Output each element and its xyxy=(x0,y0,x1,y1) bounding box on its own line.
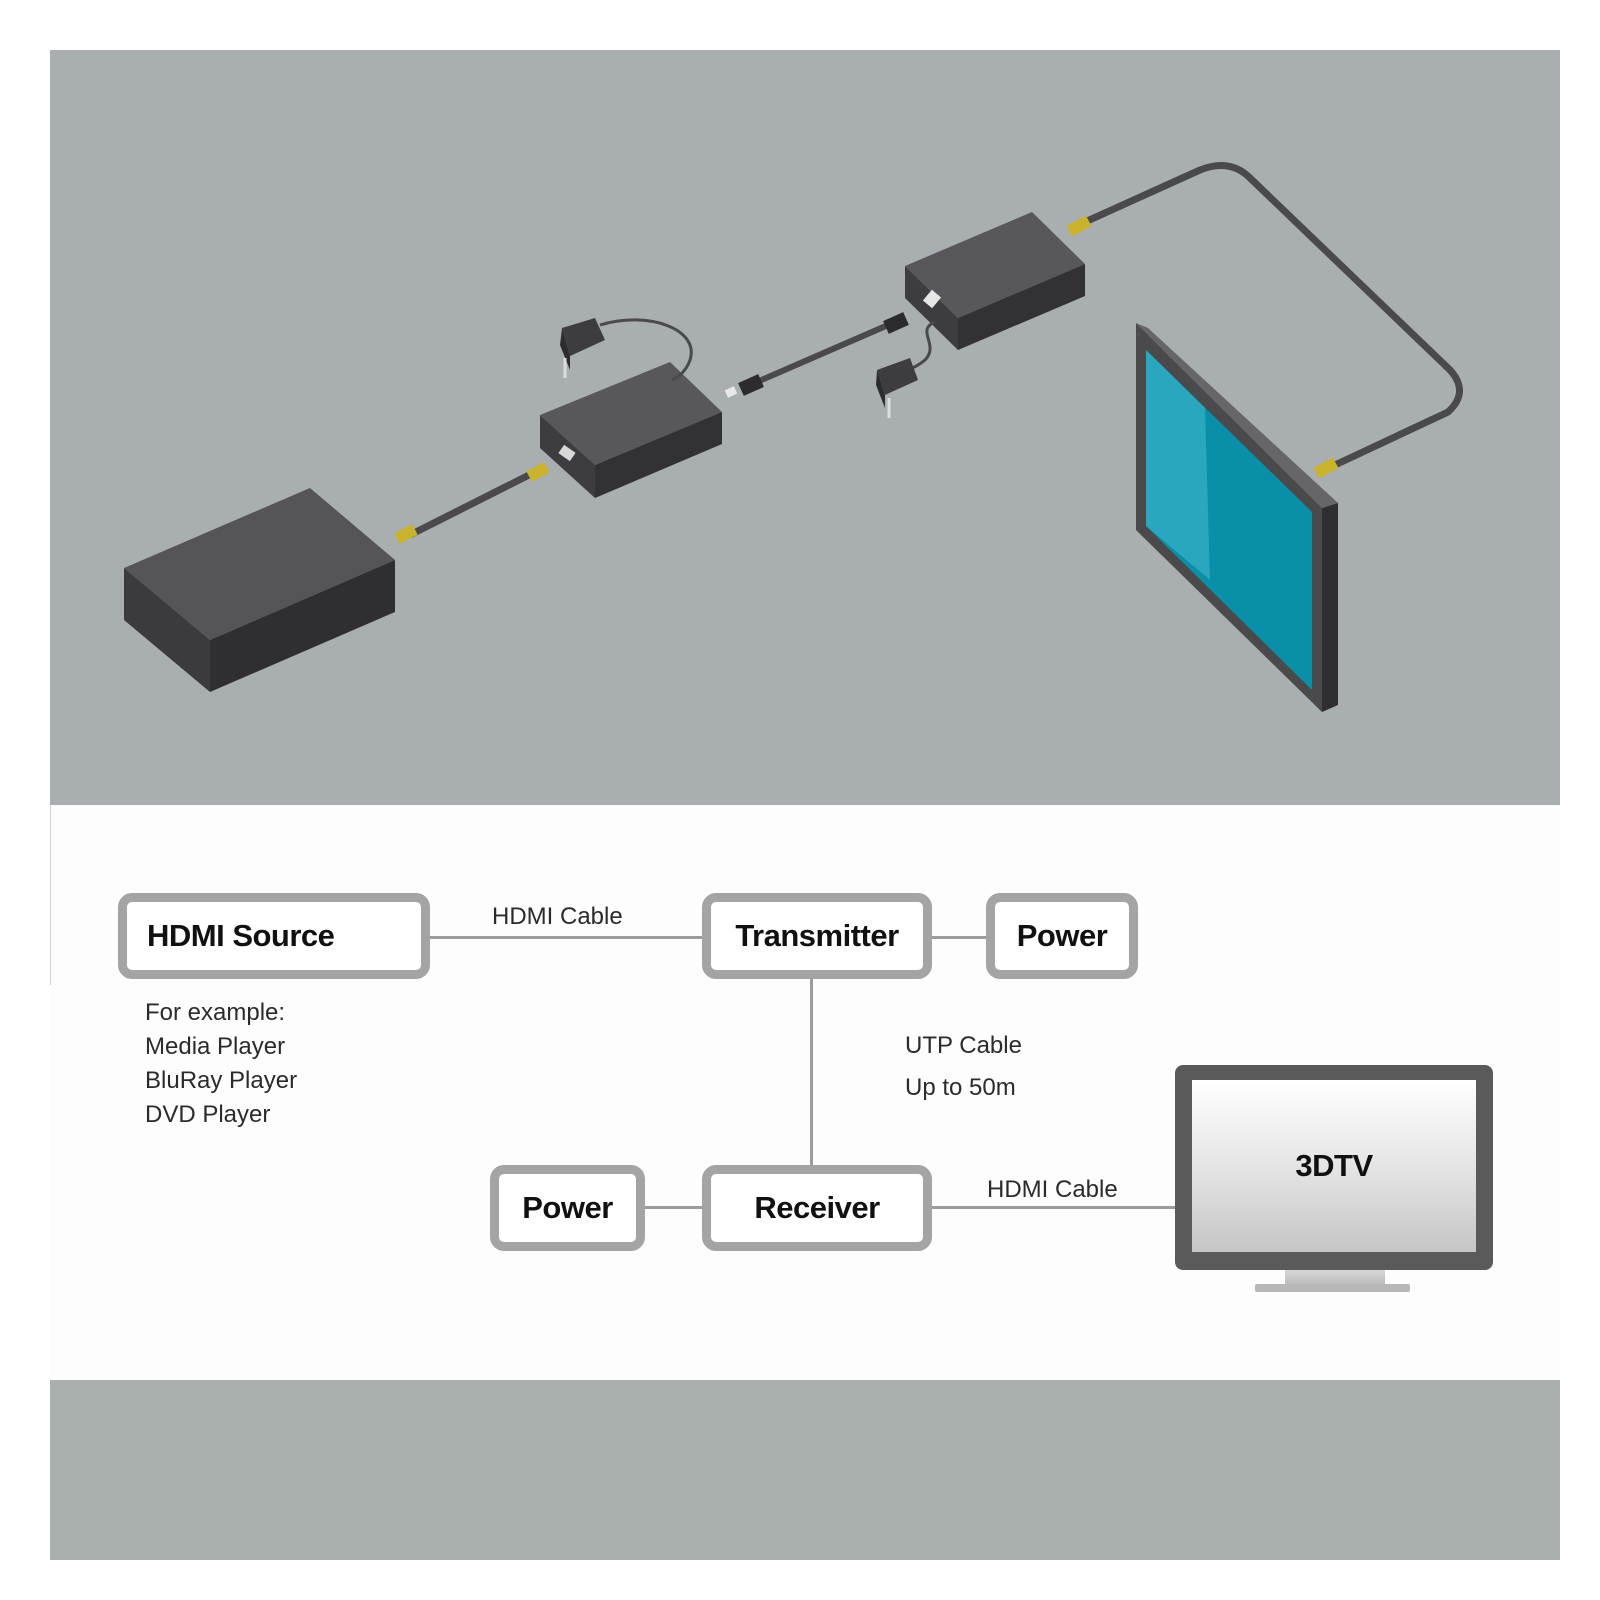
divider xyxy=(50,805,51,985)
power-label-top: Power xyxy=(1016,918,1108,953)
tv-screen: 3DTV xyxy=(1192,1080,1476,1252)
hdmi-cable-label-top: HDMI Cable xyxy=(492,903,623,930)
transmitter-unit-illustration xyxy=(540,362,722,498)
source-box-illustration xyxy=(124,488,395,692)
power-line-top xyxy=(930,936,986,939)
hdmi-cable-line-top xyxy=(430,936,702,939)
tv-stand-neck xyxy=(1285,1270,1385,1284)
hdmi-source-box: HDMI Source xyxy=(118,893,430,979)
examples-heading: For example: xyxy=(145,999,286,1026)
hdmi-cable-line-bottom xyxy=(930,1206,1177,1209)
power-box-top: Power xyxy=(986,893,1138,979)
receiver-unit-illustration xyxy=(905,212,1085,350)
hdmi-source-label: HDMI Source xyxy=(147,918,335,953)
power-box-bottom: Power xyxy=(490,1165,645,1251)
examples-list: For example: Media Player BluRay Player … xyxy=(145,996,297,1132)
example-item: BluRay Player xyxy=(145,1067,298,1094)
power-adapter-illustration-2 xyxy=(876,320,936,418)
hdmi-cable-illustration-1 xyxy=(394,462,550,544)
receiver-label: Receiver xyxy=(754,1190,880,1225)
transmitter-label: Transmitter xyxy=(735,918,899,953)
hdmi-cable-illustration-2 xyxy=(1066,162,1463,479)
example-item: Media Player xyxy=(145,1033,286,1060)
tv-stand-base xyxy=(1255,1284,1410,1292)
transmitter-box: Transmitter xyxy=(702,893,932,979)
display-illustration xyxy=(1136,323,1338,712)
hdmi-cable-label-bottom: HDMI Cable xyxy=(987,1176,1118,1203)
utp-cable-line xyxy=(810,978,813,1168)
utp-cable-illustration xyxy=(724,312,909,398)
example-item: DVD Player xyxy=(145,1101,271,1128)
tv-frame: 3DTV xyxy=(1175,1065,1493,1270)
footer-band xyxy=(50,1380,1560,1560)
power-label-bottom: Power xyxy=(522,1190,613,1225)
receiver-box: Receiver xyxy=(702,1165,932,1251)
utp-cable-label: UTP Cable xyxy=(905,1032,1022,1059)
utp-length-label: Up to 50m xyxy=(905,1074,1016,1101)
power-line-bottom xyxy=(645,1206,703,1209)
power-adapter-illustration-1 xyxy=(560,318,693,382)
tv-label: 3DTV xyxy=(1295,1148,1373,1183)
